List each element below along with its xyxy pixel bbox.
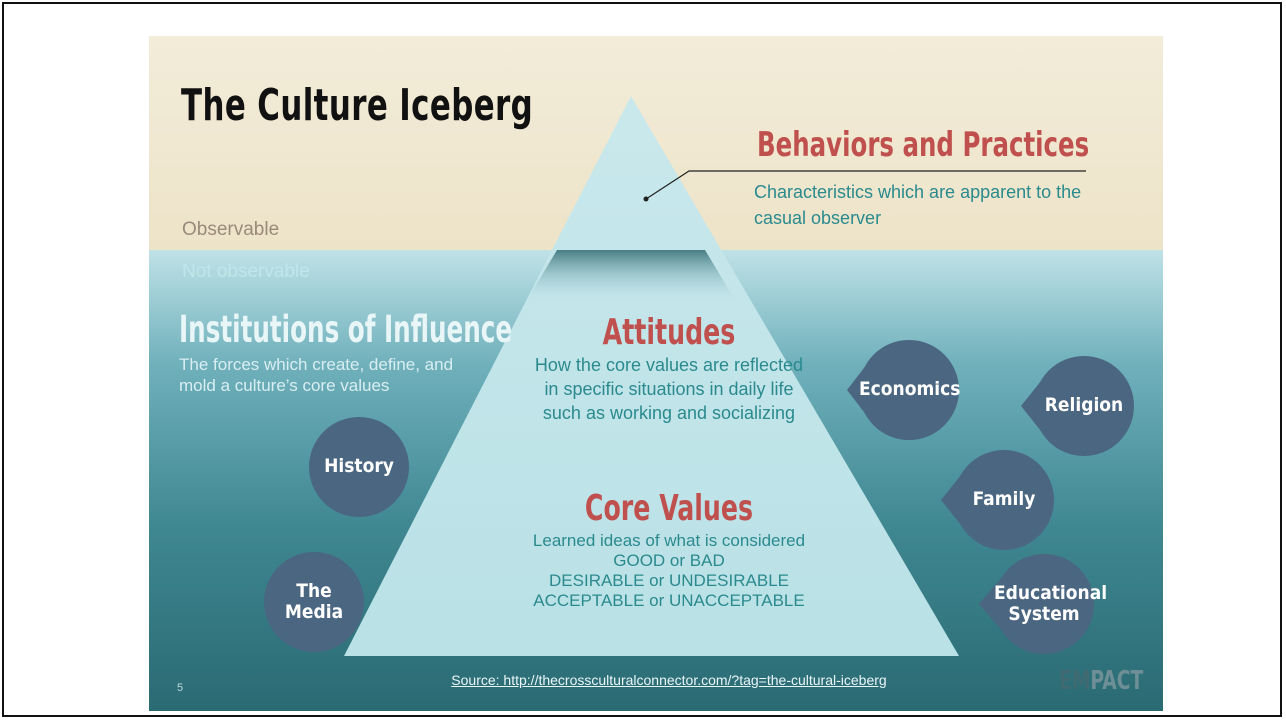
- education-bubble-tip: [979, 569, 1009, 639]
- education-label: Educational System: [994, 582, 1108, 625]
- institutions-description: The forces which create, define, and mol…: [179, 355, 454, 395]
- religion-label: Religion: [1044, 394, 1124, 416]
- iceberg-diagram: [149, 36, 1163, 711]
- behaviors-description: Characteristics which are apparent to th…: [754, 182, 1082, 228]
- behaviors-pointer-line: [645, 170, 1086, 200]
- behaviors-heading: Behaviors and Practices: [757, 125, 1090, 165]
- not-observable-label: Not observable: [182, 261, 310, 282]
- history-label: History: [324, 455, 394, 477]
- history-bubble-tip: [395, 432, 405, 502]
- institutions-heading: Institutions of Influence: [179, 308, 513, 351]
- family-bubble: [954, 450, 1054, 550]
- economics-bubble: [858, 339, 959, 441]
- iceberg-waterline-shadow: [527, 250, 735, 300]
- attitudes-heading: Attitudes: [602, 312, 736, 353]
- family-bubble-tip: [941, 465, 969, 535]
- iceberg-triangle: [344, 96, 959, 656]
- religion-bubble-tip: [1021, 371, 1049, 441]
- family-label: Family: [972, 488, 1036, 510]
- empact-logo: EMPACT: [1059, 666, 1144, 696]
- source-link[interactable]: Source: http://thecrossculturalconnector…: [451, 672, 887, 688]
- media-bubble-tip: [349, 567, 359, 637]
- economics-bubble-tip: [847, 355, 874, 425]
- economics-label: Economics: [859, 378, 961, 400]
- page-number: 5: [177, 682, 184, 694]
- culture-iceberg-slide: The Culture Iceberg Behaviors and Practi…: [149, 36, 1163, 711]
- slide-title: The Culture Iceberg: [181, 80, 534, 131]
- core-values-line: GOOD or BAD: [613, 551, 725, 570]
- religion-bubble: [1034, 356, 1134, 456]
- core-values-line: Learned ideas of what is considered: [532, 531, 806, 550]
- education-bubble: [994, 554, 1094, 654]
- core-values-line: ACCEPTABLE or UNACCEPTABLE: [533, 591, 805, 610]
- media-label: The Media: [284, 580, 344, 623]
- history-bubble: [309, 417, 409, 517]
- attitudes-description: How the core values are reflected in spe…: [534, 355, 804, 423]
- media-bubble: [264, 551, 364, 653]
- behaviors-pointer-dot: [643, 196, 649, 202]
- core-values-line: DESIRABLE or UNDESIRABLE: [549, 571, 789, 590]
- observable-label: Observable: [182, 219, 280, 240]
- core-values-heading: Core Values: [584, 488, 754, 529]
- core-values-description: Learned ideas of what is considered GOOD…: [469, 531, 869, 611]
